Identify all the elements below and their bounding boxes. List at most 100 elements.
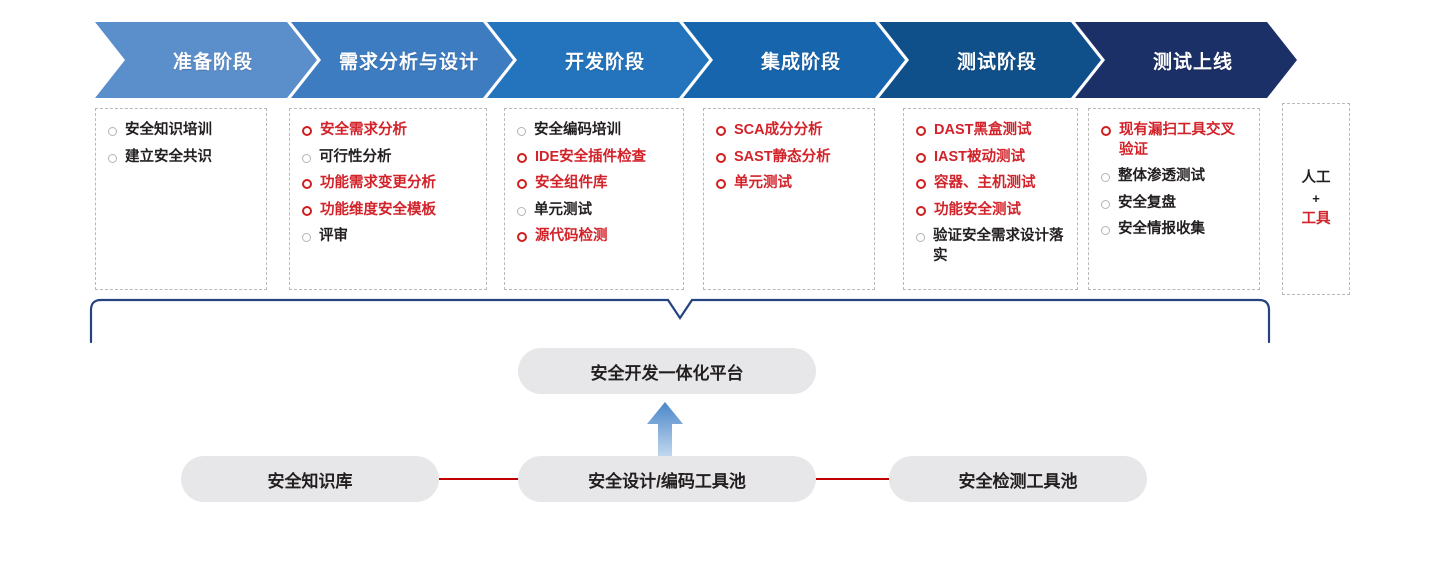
circle-bullet-icon: [916, 126, 926, 136]
detail-list: 现有漏扫工具交叉验证整体渗透测试安全复盘安全情报收集: [1101, 121, 1249, 240]
detail-item[interactable]: 安全知识培训: [108, 121, 256, 141]
detail-item-label: 单元测试: [734, 175, 792, 192]
circle-bullet-icon: [302, 233, 311, 243]
tool-pill-label: 安全检测工具池: [958, 471, 1078, 491]
circle-bullet-icon: [517, 232, 527, 243]
circle-bullet-icon: [517, 152, 527, 163]
detail-item[interactable]: 安全编码培训: [517, 121, 673, 141]
detail-item-label: 功能安全测试: [934, 201, 1021, 218]
detail-item[interactable]: 源代码检测: [517, 227, 673, 247]
phase-arrow-2[interactable]: 需求分析与设计: [291, 22, 513, 98]
manual-plus-tool-box: 人工 + 工具: [1282, 103, 1350, 295]
phase-arrow-label: 准备阶段: [172, 51, 253, 73]
circle-bullet-icon: [1101, 126, 1111, 136]
detail-item[interactable]: 评审: [302, 227, 476, 247]
detail-item-label: 整体渗透测试: [1118, 168, 1205, 185]
detail-item[interactable]: 容器、主机测试: [916, 174, 1067, 194]
detail-item[interactable]: DAST黑盒测试: [916, 121, 1067, 141]
detail-box-requirements-design: 安全需求分析可行性分析功能需求变更分析功能维度安全模板评审: [289, 108, 487, 290]
phase-arrow-banner: 准备阶段 需求分析与设计开发阶段 集成阶段 测试阶段 测试上线: [95, 22, 1295, 98]
circle-bullet-icon: [716, 152, 726, 163]
detail-item-label: 安全知识培训: [125, 122, 212, 138]
tool-pill-label: 安全设计/编码工具池: [588, 471, 746, 491]
phase-arrow-label: 需求分析与设计: [338, 51, 479, 73]
detail-item-label: 评审: [319, 228, 348, 245]
circle-bullet-icon: [302, 126, 312, 136]
detail-item-label: 单元测试: [534, 201, 592, 218]
circle-bullet-icon: [517, 206, 526, 216]
detail-item[interactable]: 单元测试: [716, 174, 864, 194]
detail-box-test-release: 现有漏扫工具交叉验证整体渗透测试安全复盘安全情报收集: [1088, 108, 1260, 290]
circle-bullet-icon: [1101, 199, 1110, 209]
detail-item[interactable]: 安全复盘: [1101, 194, 1249, 214]
detail-item[interactable]: 安全情报收集: [1101, 220, 1249, 240]
detail-item[interactable]: 可行性分析: [302, 148, 476, 168]
detail-item-label: 安全组件库: [535, 175, 608, 192]
detail-item-label: 安全需求分析: [320, 122, 407, 138]
detail-item-label: 容器、主机测试: [934, 175, 1036, 192]
detail-item-label: SAST静态分析: [734, 148, 831, 165]
detail-item[interactable]: 整体渗透测试: [1101, 167, 1249, 187]
detail-list: 安全知识培训建立安全共识: [108, 121, 256, 167]
detail-box-testing: DAST黑盒测试 IAST被动测试容器、主机测试功能安全测试验证安全需求设计落实: [903, 108, 1078, 290]
detail-item[interactable]: 功能安全测试: [916, 201, 1067, 221]
detail-item-label: 验证安全需求设计落实: [933, 228, 1064, 264]
detail-box-prepare: 安全知识培训建立安全共识: [95, 108, 267, 290]
detail-item-label: IAST被动测试: [934, 148, 1026, 165]
circle-bullet-icon: [517, 179, 527, 190]
manual-tool-line-3: 工具: [1301, 210, 1331, 227]
phase-arrow-5[interactable]: 测试阶段: [879, 22, 1101, 98]
circle-bullet-icon: [716, 126, 726, 136]
phase-arrow-6[interactable]: 测试上线: [1075, 22, 1297, 98]
detail-item-label: 安全情报收集: [1118, 221, 1205, 238]
phase-arrow-4[interactable]: 集成阶段: [683, 22, 905, 98]
detail-list: 安全编码培训 IDE安全插件检查安全组件库单元测试源代码检测: [517, 121, 673, 247]
detail-item-label: 功能需求变更分析: [320, 175, 436, 192]
detail-item[interactable]: 功能需求变更分析: [302, 174, 476, 194]
detail-item-label: 功能维度安全模板: [320, 201, 436, 218]
circle-bullet-icon: [916, 205, 926, 216]
manual-tool-line-2: +: [1312, 191, 1320, 207]
phase-arrow-3[interactable]: 开发阶段: [487, 22, 709, 98]
detail-item-label: DAST黑盒测试: [934, 122, 1032, 138]
detail-item[interactable]: 建立安全共识: [108, 148, 256, 168]
phase-arrow-label: 集成阶段: [760, 51, 841, 73]
phase-arrow-label: 测试阶段: [956, 51, 1037, 73]
circle-bullet-icon: [302, 153, 311, 163]
detail-item[interactable]: SAST静态分析: [716, 148, 864, 168]
converging-bracket: [89, 298, 1271, 344]
detail-item[interactable]: 安全需求分析: [302, 121, 476, 141]
tool-pill-2[interactable]: 安全设计/编码工具池: [518, 456, 816, 502]
tool-pill-label: 安全知识库: [267, 471, 353, 491]
connector-line-2: [816, 478, 889, 480]
detail-item[interactable]: 安全组件库: [517, 174, 673, 194]
circle-bullet-icon: [302, 205, 312, 216]
circle-bullet-icon: [1101, 226, 1110, 236]
detail-item-label: 安全编码培训: [534, 122, 621, 138]
circle-bullet-icon: [108, 127, 117, 136]
platform-label: 安全开发一体化平台: [590, 363, 744, 383]
detail-list: SCA成分分析 SAST静态分析单元测试: [716, 121, 864, 194]
circle-bullet-icon: [916, 179, 926, 190]
detail-box-development: 安全编码培训 IDE安全插件检查安全组件库单元测试源代码检测: [504, 108, 684, 290]
phase-arrow-1[interactable]: 准备阶段: [95, 22, 317, 98]
circle-bullet-icon: [302, 179, 312, 190]
tool-pill-3[interactable]: 安全检测工具池: [889, 456, 1147, 502]
detail-item[interactable]: 功能维度安全模板: [302, 201, 476, 221]
circle-bullet-icon: [517, 127, 526, 136]
detail-item[interactable]: 现有漏扫工具交叉验证: [1101, 121, 1249, 160]
detail-item-label: 建立安全共识: [125, 148, 212, 165]
detail-item[interactable]: 单元测试: [517, 201, 673, 221]
detail-item[interactable]: IAST被动测试: [916, 148, 1067, 168]
detail-item-label: 现有漏扫工具交叉验证: [1119, 122, 1235, 158]
circle-bullet-icon: [108, 153, 117, 163]
detail-box-integration: SCA成分分析 SAST静态分析单元测试: [703, 108, 875, 290]
detail-item[interactable]: SCA成分分析: [716, 121, 864, 141]
circle-bullet-icon: [716, 179, 726, 190]
detail-item[interactable]: 验证安全需求设计落实: [916, 227, 1067, 266]
detail-item[interactable]: IDE安全插件检查: [517, 148, 673, 168]
tool-pill-1[interactable]: 安全知识库: [181, 456, 439, 502]
manual-tool-line-1: 人工: [1301, 169, 1331, 186]
connector-line-1: [439, 478, 518, 480]
